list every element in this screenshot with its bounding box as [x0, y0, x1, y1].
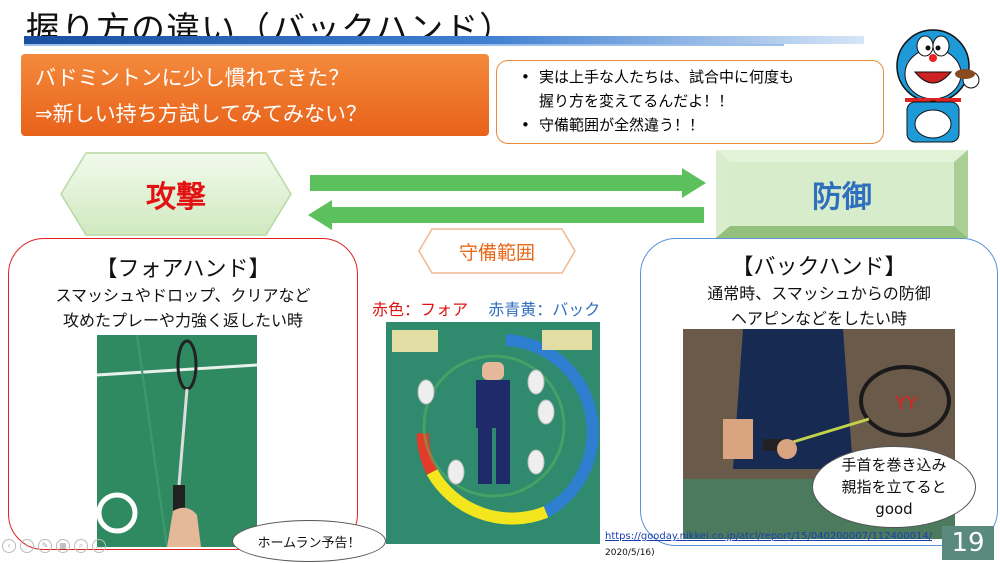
- forehand-heading: 【フォアハンド】: [95, 257, 271, 282]
- next-slide-icon[interactable]: ›: [20, 539, 34, 553]
- prev-slide-icon[interactable]: ‹: [2, 539, 16, 553]
- coverage-diagram-image: [386, 322, 600, 544]
- range-hexagon: 守備範囲: [418, 228, 576, 274]
- page-number-badge: 19: [942, 526, 994, 560]
- source-date: 2020/5/16): [605, 548, 655, 558]
- legend-red: 赤色：フォア: [372, 300, 469, 319]
- forehand-grip-photo: [97, 335, 257, 547]
- forehand-line-1: スマッシュやドロップ、クリアなど: [55, 286, 311, 305]
- svg-text:YY: YY: [894, 393, 918, 414]
- doraemon-illustration: [893, 20, 985, 148]
- defense-box: 防御: [716, 150, 968, 238]
- backhand-bubble-line-1: 手首を巻き込み: [841, 456, 947, 474]
- tip-item-1-line-1: 実は上手な人たちは、試合中に何度も: [539, 68, 795, 86]
- forehand-speech-bubble: ホームラン予告！: [232, 520, 386, 562]
- title-underline-thin: [24, 44, 784, 46]
- source-link[interactable]: https://gooday.nikkei.co.jp/atcl/report/…: [605, 531, 933, 542]
- backhand-line-1: 通常時、スマッシュからの防御: [707, 284, 931, 303]
- arrow-left: [308, 200, 704, 234]
- attack-label: 攻撃: [146, 180, 206, 215]
- zoom-icon[interactable]: ⌕: [74, 539, 88, 553]
- slide-nav-controls: ‹ › ✎ ▦ ⌕ …: [2, 539, 106, 553]
- legend-blue: 赤青黄：バック: [488, 300, 601, 319]
- title-underline: [24, 36, 864, 44]
- backhand-speech-bubble: 手首を巻き込み 親指を立てると good: [812, 446, 976, 528]
- tip-item-1-line-2: 握り方を変えてるんだよ！！: [539, 92, 734, 110]
- tip-item-2: 守備範囲が全然違う！！: [521, 113, 875, 137]
- backhand-bubble-line-3: good: [875, 500, 913, 518]
- grip-color-legend: 赤色：フォア 赤青黄：バック: [372, 296, 600, 320]
- forehand-panel: 【フォアハンド】 スマッシュやドロップ、クリアなど 攻めたプレーや力強く返したい…: [8, 238, 358, 550]
- banner-line-1: バドミントンに少し慣れてきた？: [35, 66, 350, 90]
- backhand-line-2: ヘアピンなどをしたい時: [730, 309, 907, 328]
- backhand-bubble-line-2: 親指を立てると: [841, 478, 947, 496]
- tip-note: 実は上手な人たちは、試合中に何度も 握り方を変えてるんだよ！！ 守備範囲が全然違…: [496, 60, 884, 144]
- attack-hexagon: 攻撃: [60, 152, 292, 236]
- pen-icon[interactable]: ✎: [38, 539, 52, 553]
- forehand-bubble-text: ホームラン予告！: [257, 535, 361, 551]
- range-label: 守備範囲: [458, 241, 535, 264]
- tip-item-1: 実は上手な人たちは、試合中に何度も 握り方を変えてるんだよ！！: [521, 65, 875, 113]
- grid-icon[interactable]: ▦: [56, 539, 70, 553]
- banner-line-2: ⇒新しい持ち方試してみてみない？: [35, 102, 367, 126]
- more-icon[interactable]: …: [92, 539, 106, 553]
- question-banner: バドミントンに少し慣れてきた？ ⇒新しい持ち方試してみてみない？: [21, 54, 489, 136]
- backhand-heading: 【バックハンド】: [731, 255, 907, 280]
- forehand-line-2: 攻めたプレーや力強く返したい時: [62, 311, 303, 330]
- defense-label: 防御: [812, 180, 872, 215]
- arrow-right: [310, 168, 706, 202]
